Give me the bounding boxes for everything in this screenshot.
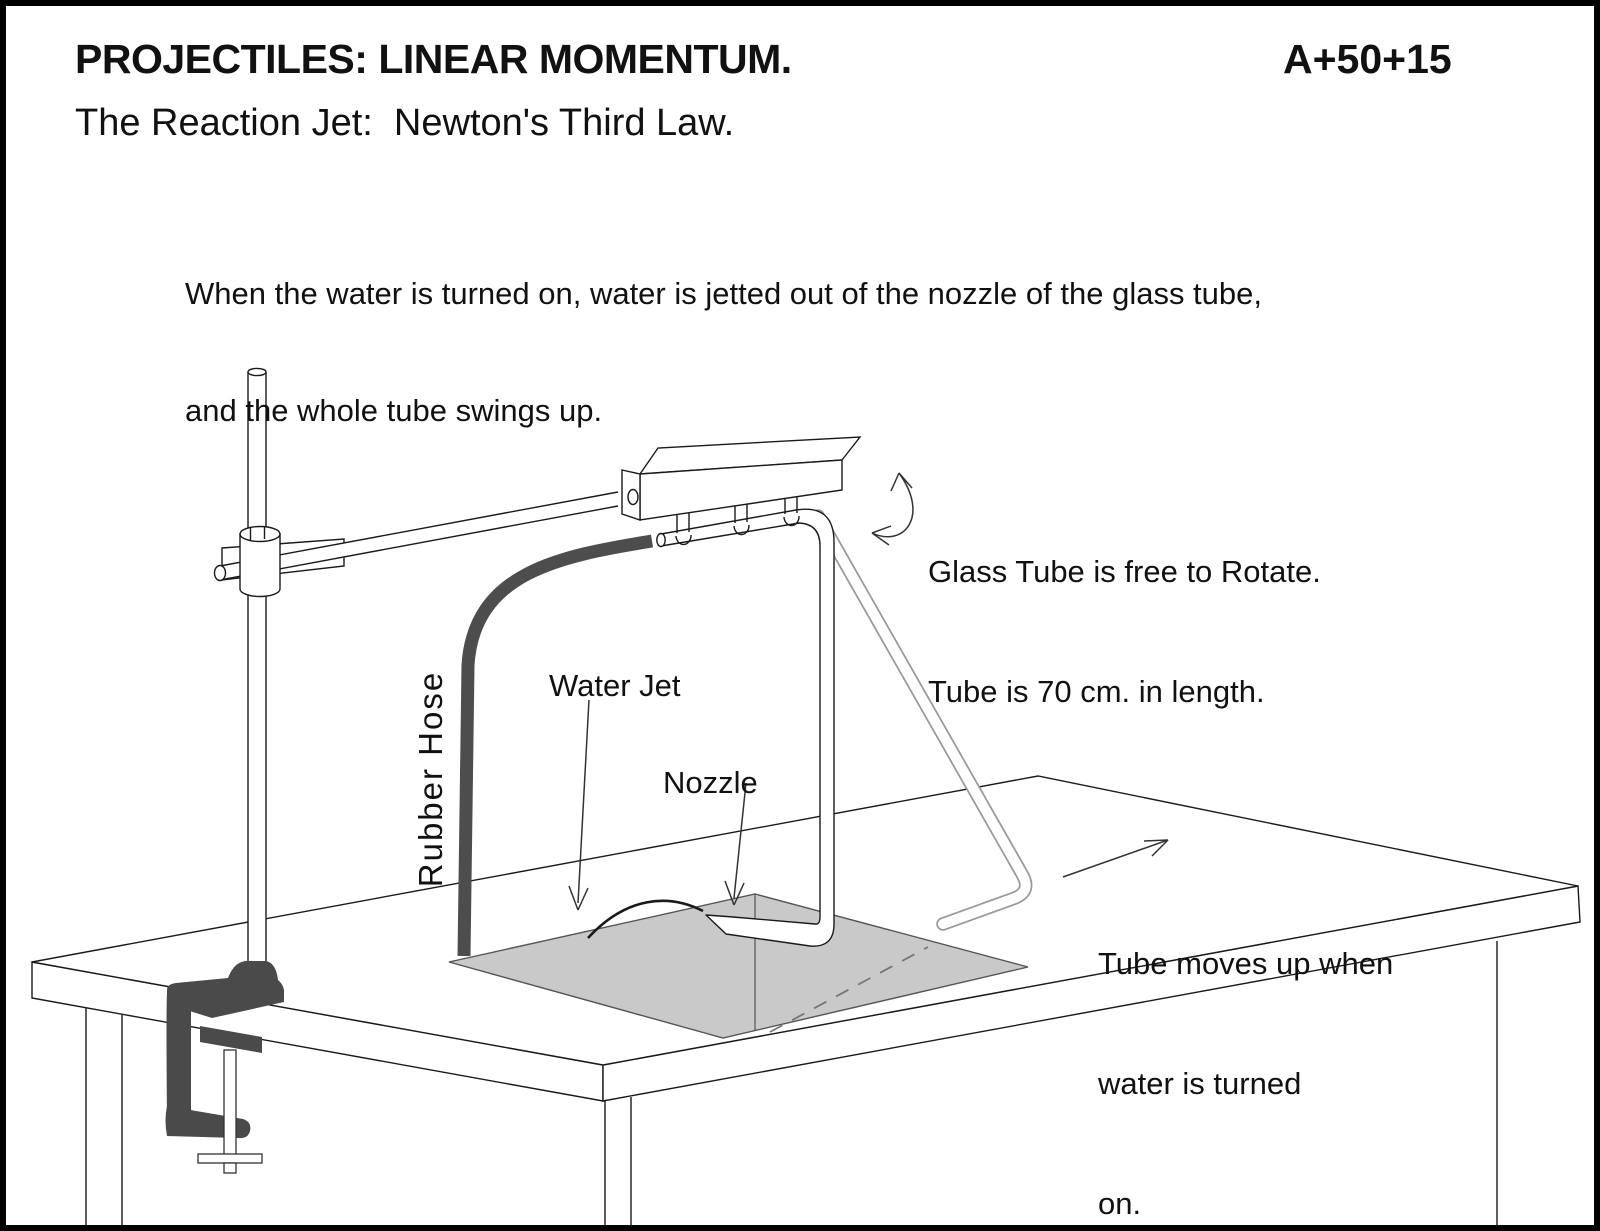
nozzle-leader: [724, 782, 747, 906]
pivot-block: [621, 436, 862, 521]
clamp-screw-handle: [197, 1153, 263, 1164]
tube-moves-up-arrow: [1062, 839, 1169, 878]
rotate-annotation-line-1: Glass Tube is free to Rotate.: [928, 554, 1321, 589]
tube-moves-line-1: Tube moves up when: [1098, 946, 1394, 981]
clamp-lower-pad: [200, 1026, 262, 1053]
rotation-arrow: [871, 472, 914, 546]
clamp-screw: [197, 1049, 263, 1174]
glass-tube: [656, 508, 835, 947]
page-subtitle: The Reaction Jet: Newton's Third Law.: [75, 102, 735, 144]
rotate-annotation: Glass Tube is free to Rotate. Tube is 70…: [928, 472, 1321, 792]
water-jet-leader: [568, 699, 590, 911]
rubber-hose-label: Rubber Hose: [412, 670, 449, 888]
support-rod-end-cap: [627, 488, 639, 506]
drip-pan: [448, 893, 1029, 1039]
description-line-2: and the whole tube swings up.: [185, 393, 603, 428]
rubber-hose: [457, 534, 654, 957]
nozzle-label: Nozzle: [663, 765, 758, 800]
c-clamp: [165, 961, 284, 1174]
description-line-1: When the water is turned on, water is je…: [185, 276, 1263, 311]
table-legs: [85, 941, 1498, 1226]
rotate-annotation-line-2: Tube is 70 cm. in length.: [928, 674, 1265, 709]
catalog-code: A+50+15: [1283, 36, 1452, 82]
tube-moves-line-3: on.: [1098, 1186, 1142, 1221]
clamp-bottom-arm: [165, 1106, 251, 1139]
tube-moves-annotation: Tube moves up when water is turned on.: [1098, 864, 1393, 1231]
water-jet-arc: [587, 899, 704, 939]
stand-rod: [247, 367, 267, 980]
water-jet-label: Water Jet: [549, 668, 681, 703]
clamp-frame-bar: [166, 992, 191, 1120]
tube-moves-line-2: water is turned: [1098, 1066, 1302, 1101]
description-paragraph: When the water is turned on, water is je…: [185, 196, 1262, 508]
support-rod: [213, 491, 619, 582]
tube-open-end: [656, 532, 666, 548]
hidden-tube-dashed-line: [769, 946, 929, 1033]
ghost-tube-resting-position: [811, 509, 1033, 931]
page-title: PROJECTILES: LINEAR MOMENTUM.: [75, 36, 792, 82]
rod-collar: [239, 525, 281, 598]
clamp-top-jaw: [167, 961, 284, 1018]
